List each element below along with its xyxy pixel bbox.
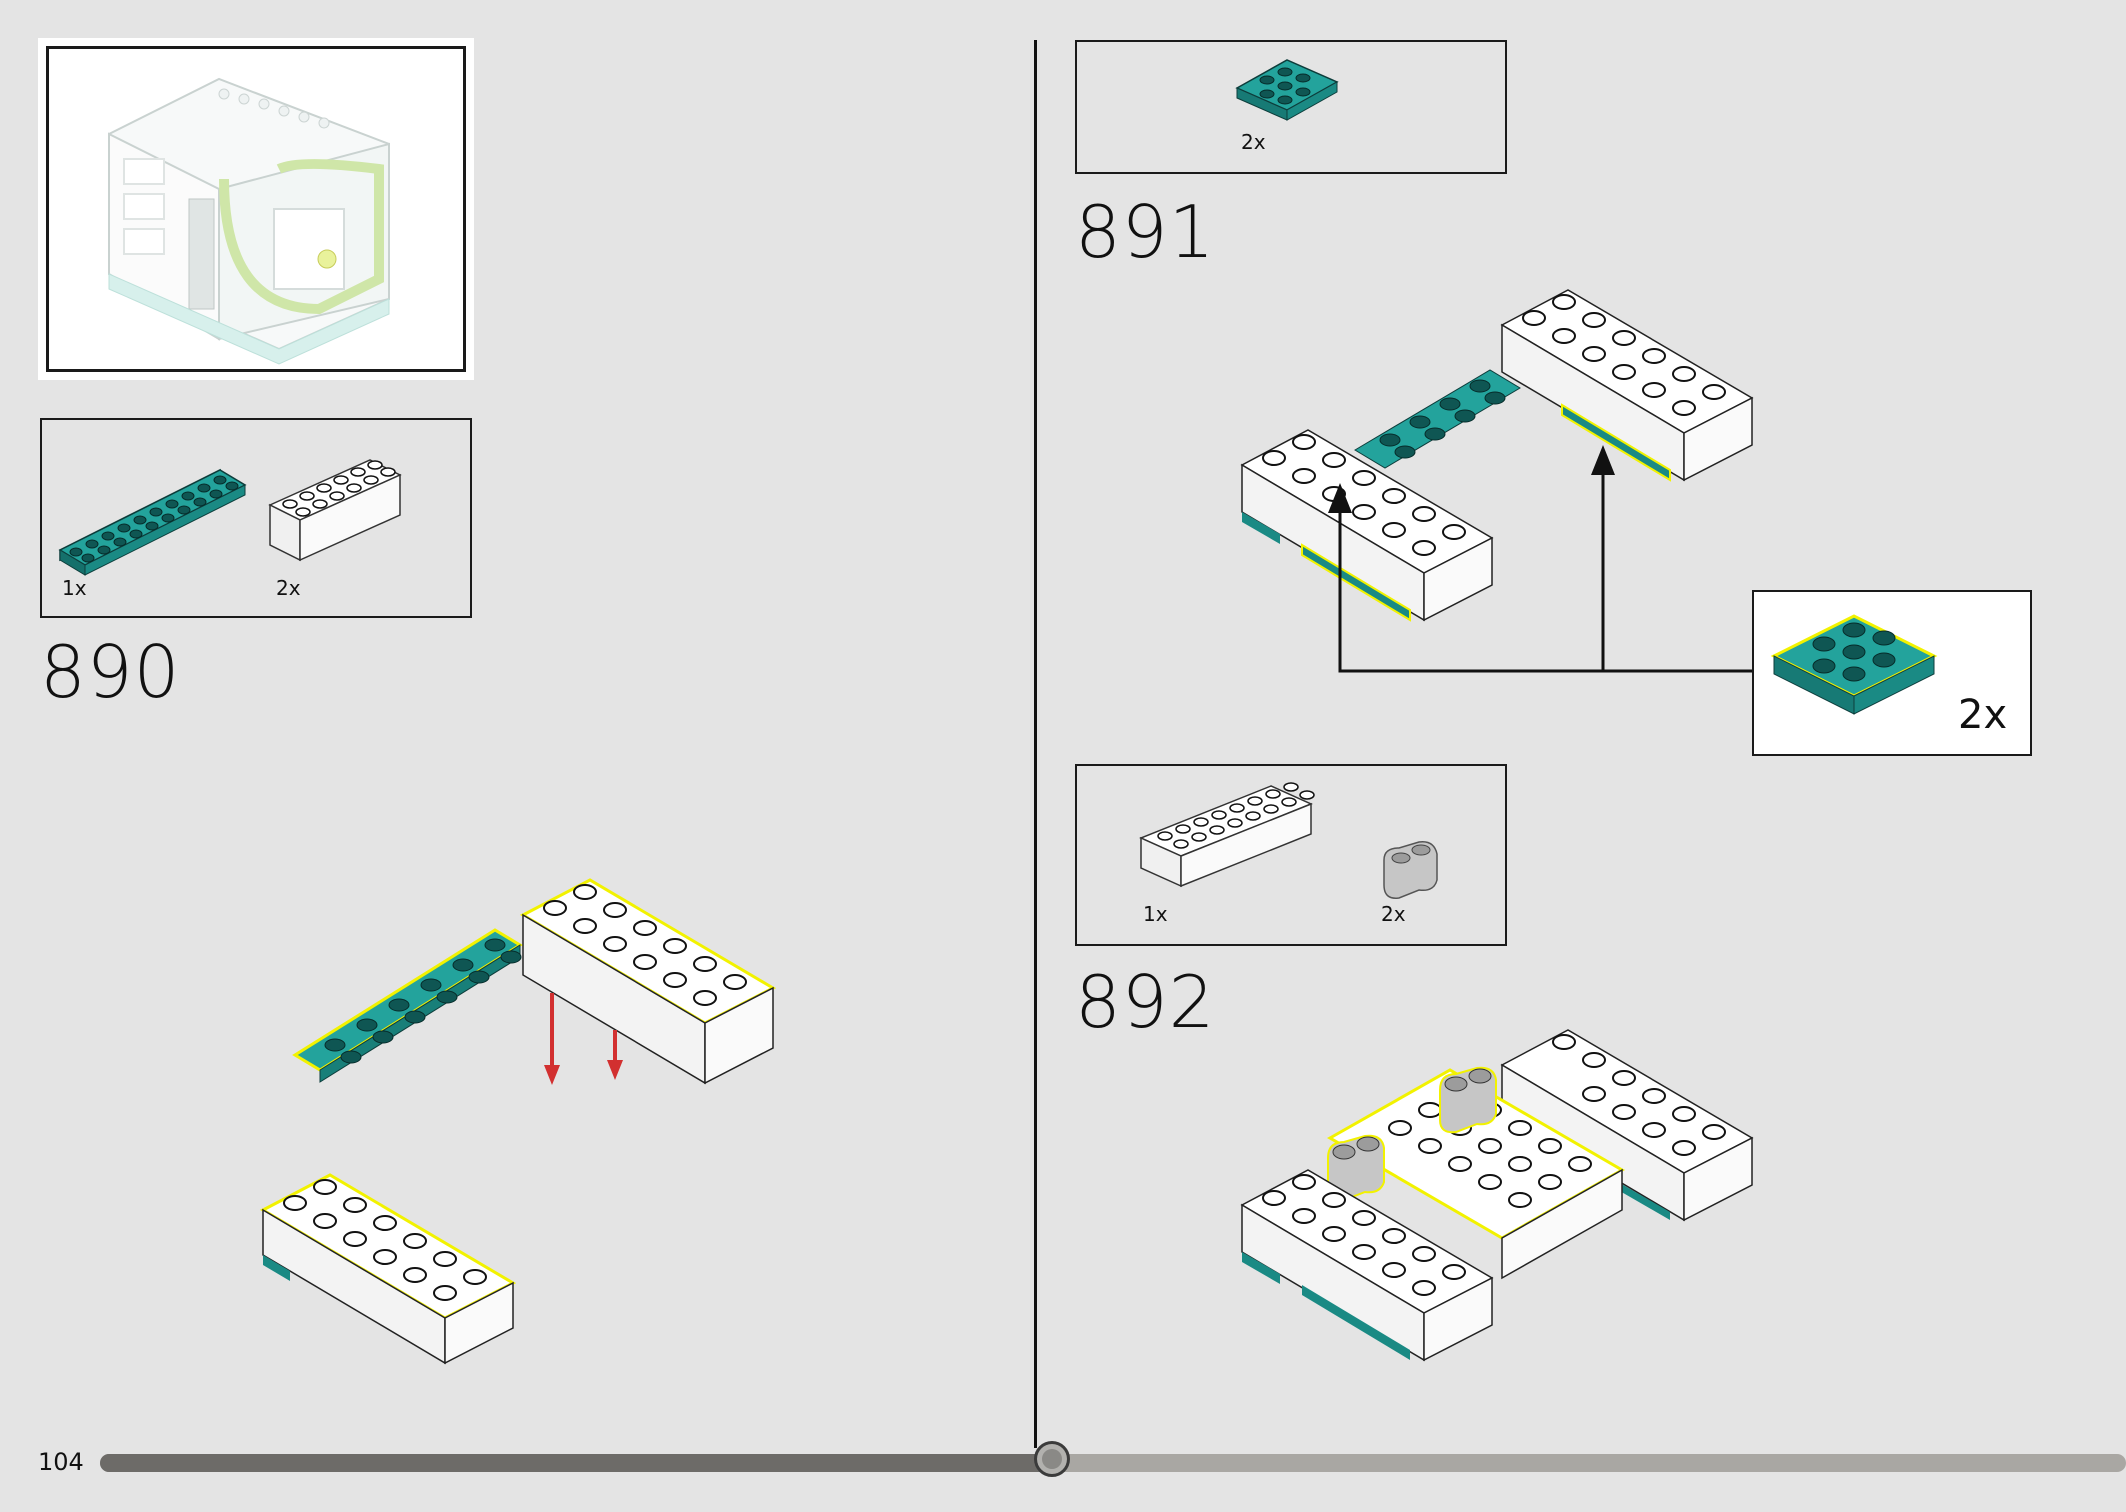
white-brick-2x6-part — [268, 459, 402, 562]
white-brick-2x8-part — [1139, 782, 1315, 888]
part-qty-white-brick-2x8: 1x — [1143, 902, 1168, 926]
step-891-build-image — [1240, 289, 1754, 622]
part-qty-teal-plate: 1x — [62, 576, 87, 600]
parts-list-890: 1x 2x — [40, 418, 472, 618]
subassembly-callout-891: 2x — [1752, 590, 2032, 756]
parts-list-892: 1x 2x — [1075, 764, 1507, 946]
page-number: 104 — [38, 1448, 84, 1476]
model-overview-thumbnail — [38, 38, 474, 380]
part-qty-grey-rounded-brick: 2x — [1381, 902, 1406, 926]
grey-rounded-brick-part — [1383, 841, 1438, 899]
step-number-892: 892 — [1075, 960, 1216, 1044]
step-number-890: 890 — [40, 630, 181, 714]
model-overview-image — [108, 77, 390, 365]
step-892-build-image — [1240, 1029, 1754, 1362]
part-qty-teal-plate-2x3: 2x — [1241, 130, 1266, 154]
page-divider — [1034, 40, 1037, 1448]
step-891-assembly-arrows — [1328, 445, 1755, 673]
teal-plate-2x3-part — [1235, 59, 1339, 121]
step-number-891: 891 — [1075, 190, 1216, 274]
callout-qty: 2x — [1958, 692, 2008, 738]
teal-plate-2x10-part — [58, 468, 247, 576]
progress-track[interactable] — [100, 1454, 2126, 1472]
progress-handle[interactable] — [1034, 1441, 1070, 1477]
part-qty-white-brick: 2x — [276, 576, 301, 600]
progress-fill — [100, 1454, 1052, 1472]
parts-list-891: 2x — [1075, 40, 1507, 174]
step-890-build-image — [259, 878, 777, 1365]
callout-teal-plate-image — [1770, 614, 1938, 715]
